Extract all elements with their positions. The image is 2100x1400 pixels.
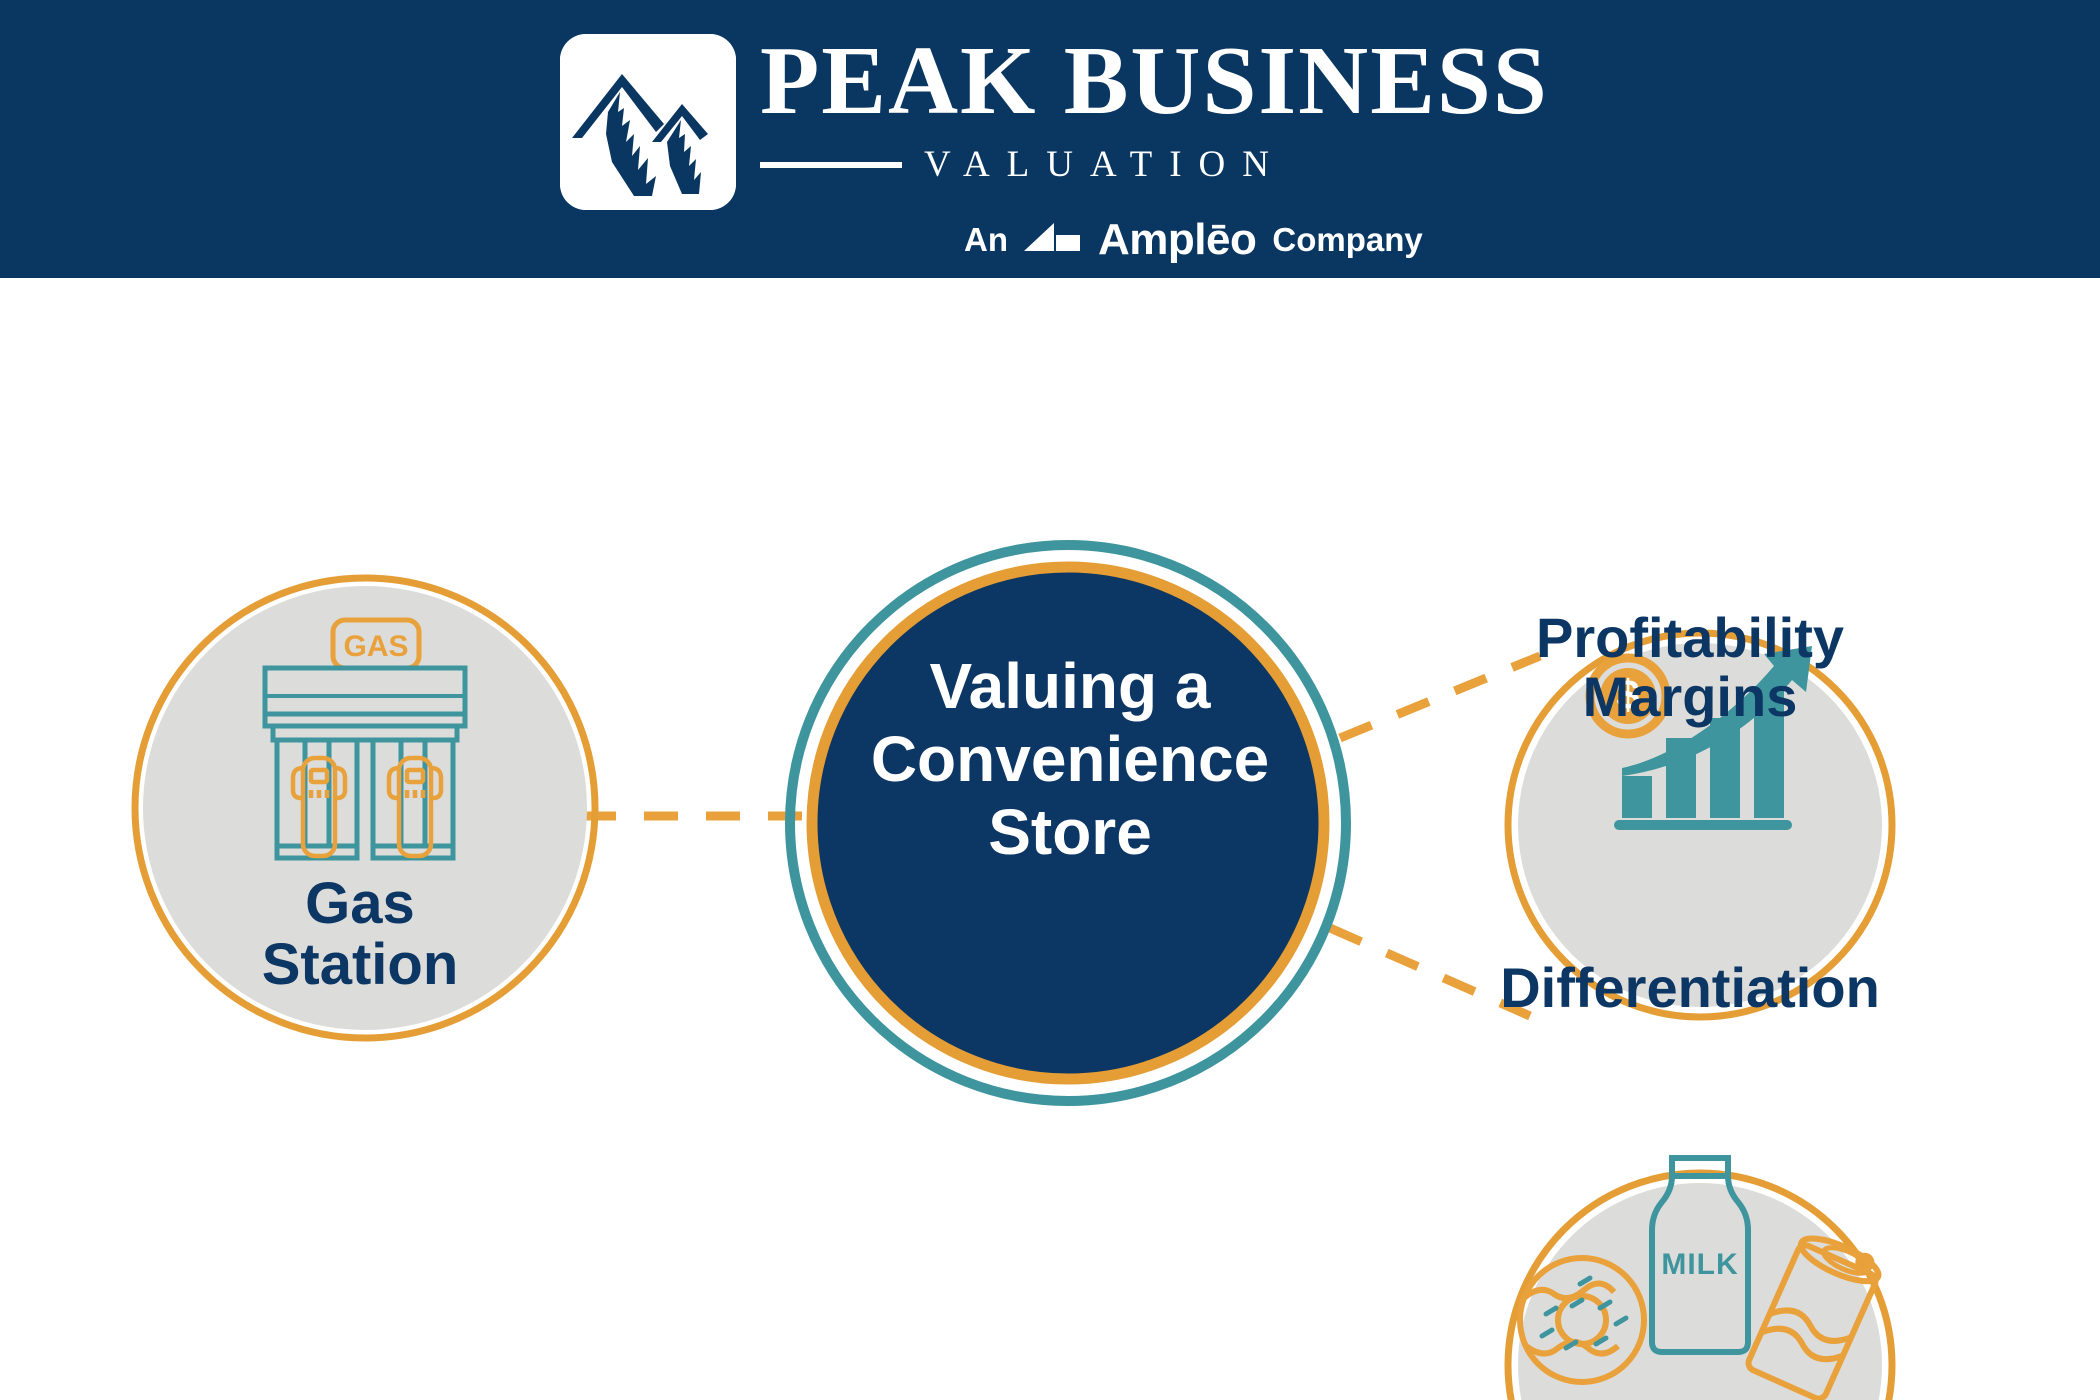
node-differentiation[interactable]: MILK <box>1504 1155 1896 1400</box>
affiliate-suffix: Company <box>1272 221 1423 258</box>
milk-bottle-icon <box>1649 1155 1751 1355</box>
brand-name-primary: PEAK BUSINESS <box>760 27 1549 134</box>
gas-station-icon: GAS <box>262 617 468 861</box>
affiliate-name: Amplēo <box>1098 215 1257 264</box>
milk-label-text: MILK <box>1661 1248 1738 1281</box>
diagram-svg: GAS <box>131 540 1896 1400</box>
node-profitability-margins[interactable]: $ <box>1504 629 1896 1021</box>
donut-icon <box>1517 1255 1647 1385</box>
brand-logo-cluster: PEAK BUSINESS VALUATION An Amplēo Compan… <box>560 20 1580 262</box>
connector-center-to-profitability <box>1338 651 1542 743</box>
affiliate-byline: An Amplēo Company <box>964 218 1423 262</box>
growth-bar-chart-icon: $ <box>1585 646 1812 830</box>
wordmark-rule <box>760 161 902 168</box>
brand-name-secondary: VALUATION <box>924 144 1286 185</box>
node-gas-station[interactable]: GAS <box>131 574 599 1042</box>
node-center-topic[interactable] <box>785 540 1351 1106</box>
coin-dollar-sign: $ <box>1616 671 1639 718</box>
gas-sign-text: GAS <box>343 630 408 663</box>
diagram-canvas: GAS <box>0 278 2100 1400</box>
brand-subline-row: VALUATION <box>760 143 1560 186</box>
connector-center-to-differentiation <box>1328 923 1532 1021</box>
header-band: PEAK BUSINESS VALUATION An Amplēo Compan… <box>0 0 2100 278</box>
affiliate-prefix: An <box>964 221 1008 258</box>
brand-wordmark: PEAK BUSINESS VALUATION <box>760 27 1580 185</box>
soda-can-icon <box>1745 1235 1882 1400</box>
ampleo-mark-icon <box>1024 221 1084 260</box>
mountain-peak-icon <box>560 34 736 210</box>
snacks-milk-soda-icon: MILK <box>1517 1155 1882 1400</box>
